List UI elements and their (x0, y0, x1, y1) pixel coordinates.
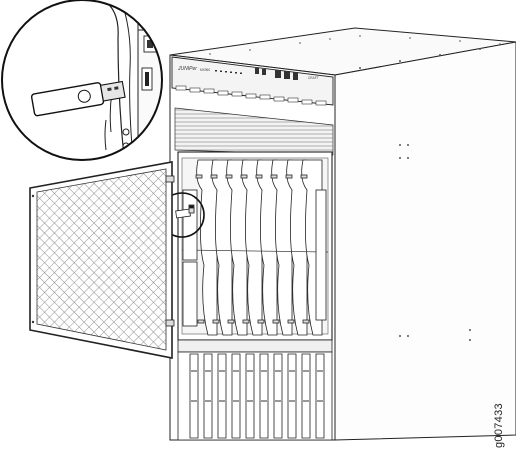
model-label: MX960 (200, 68, 210, 72)
door-hinge-bottom (165, 319, 175, 327)
usb-flash-drive (30, 80, 126, 117)
panel-label: CRAFT (308, 76, 319, 80)
front-door[interactable] (29, 161, 175, 359)
lower-cable-manager (177, 339, 333, 441)
door-hinge-top (165, 175, 175, 183)
craft-interface-panel: JUNIPer MX960 CRAFT (171, 56, 334, 106)
upper-air-vent (174, 107, 334, 156)
brand-logo-text: JUNIPer (177, 66, 197, 72)
usb-stick-small (175, 207, 195, 219)
line-card-set (181, 159, 329, 336)
figure-id-label: g007433 (493, 403, 505, 448)
